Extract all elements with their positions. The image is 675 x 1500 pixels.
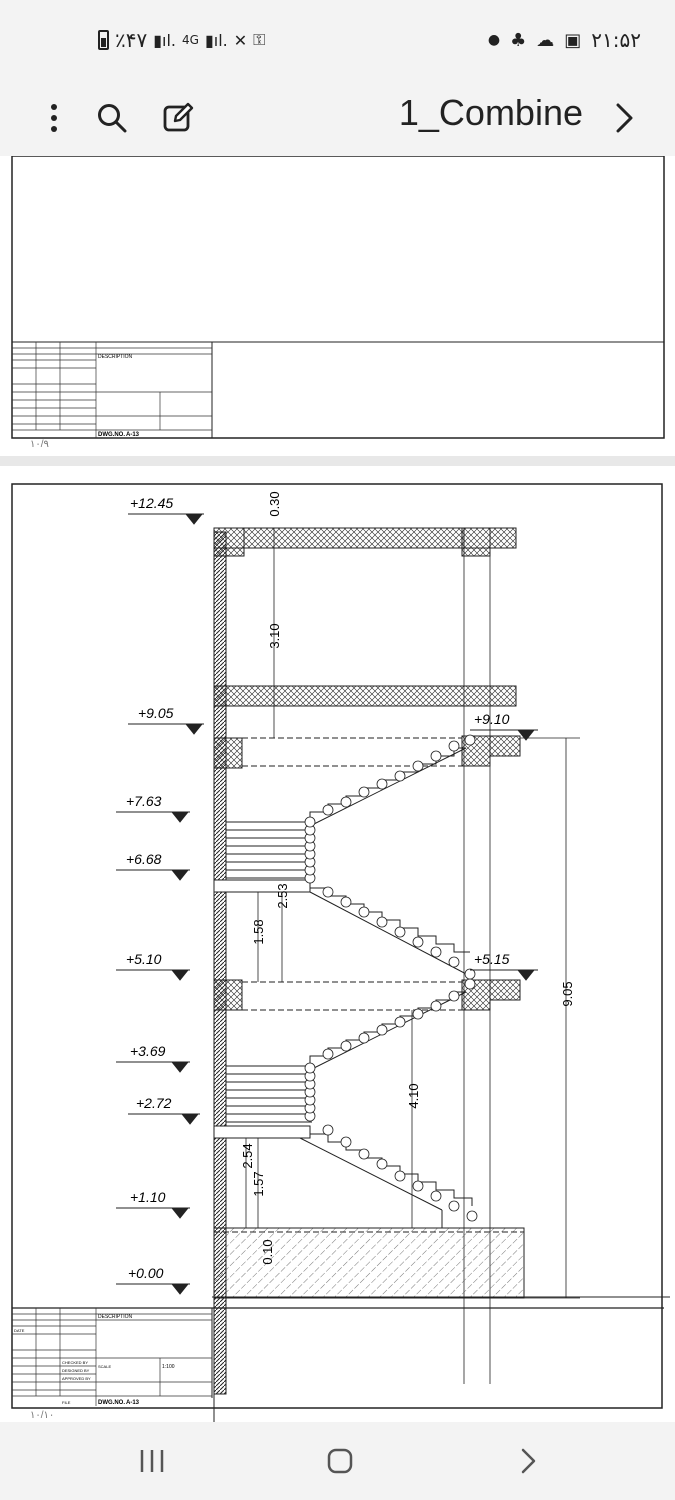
battery-icon [98, 30, 109, 50]
recent-apps-button[interactable] [112, 1422, 192, 1500]
dim-mid-2: 2.53 [275, 883, 290, 908]
dwg-no-label: DWG.NO. [98, 432, 125, 438]
title-row-label: SCALE [98, 1364, 111, 1369]
edit-icon[interactable] [158, 80, 198, 156]
signal-icon: ▮ıl. [153, 30, 177, 50]
title-row-label: FILE [62, 1400, 71, 1405]
dim-mid-1: 1.58 [251, 919, 266, 944]
chevron-right-icon [521, 1448, 536, 1474]
back-button[interactable] [488, 1422, 568, 1500]
home-icon [327, 1448, 353, 1474]
cloud-icon: ☁ [536, 29, 555, 51]
mute-icon: ✕ [233, 30, 248, 50]
pdf-viewer[interactable]: DESCRIPTION DWG.NO. A-13 ۱۰/۹ [0, 156, 675, 1422]
dim-run: 4.10 [406, 1083, 421, 1108]
description-label: DESCRIPTION [98, 354, 133, 360]
status-bar: ٪۴۷ ▮ıl. 4G ▮ıl. ✕ ⚿ ● ♣ ☁ ▣ ۲۱:۵۲ [0, 0, 675, 80]
chevron-right-icon[interactable] [606, 80, 642, 156]
title-row-label: APPROVED BY [62, 1376, 91, 1381]
dim-lower-1: 2.54 [240, 1143, 255, 1168]
level-label: +3.69 [130, 1043, 166, 1059]
snapchat-icon: ♣ [510, 29, 527, 51]
app-bar: 1_Combine [0, 80, 675, 157]
home-button[interactable] [300, 1422, 380, 1500]
level-label: +9.05 [138, 705, 174, 721]
more-vert-icon[interactable] [36, 80, 72, 156]
recent-apps-icon [140, 1450, 164, 1472]
title-row-label: DATE [14, 1328, 25, 1333]
title-row-label: DESIGNED BY [62, 1368, 90, 1373]
status-left: ٪۴۷ ▮ıl. 4G ▮ıl. ✕ ⚿ [98, 28, 265, 52]
page-number-1: ۱۰/۹ [30, 439, 49, 450]
title-row-label: CHECKED BY [62, 1360, 88, 1365]
status-right: ● ♣ ☁ ▣ ۲۱:۵۲ [488, 28, 641, 52]
dot-icon: ● [487, 32, 501, 48]
dim-top-slab: 0.30 [267, 491, 282, 516]
drawing-page-2: +12.45 +9.05 +7.63 +6.68 +5.10 +3.69 +2.… [0, 466, 675, 1422]
key-icon: ⚿ [253, 30, 266, 49]
dwg-no: A-13 [126, 1400, 140, 1406]
stair-section-drawing: +12.45 +9.05 +7.63 +6.68 +5.10 +3.69 +2.… [11, 483, 670, 1422]
level-label: +1.10 [130, 1189, 166, 1205]
level-label: +6.68 [126, 851, 162, 867]
dwg-no: A-13 [126, 432, 140, 438]
scale-value: 1:100 [162, 1364, 175, 1370]
level-label: +0.00 [128, 1265, 164, 1281]
level-label: +5.15 [474, 951, 510, 967]
dim-total: 9.05 [560, 981, 575, 1006]
dim-base: 0.10 [260, 1239, 275, 1264]
level-label: +7.63 [126, 793, 162, 809]
level-label: +12.45 [130, 495, 173, 511]
dwg-no-label: DWG.NO. [98, 1400, 125, 1406]
battery-percent: ٪۴۷ [115, 28, 148, 52]
level-label: +5.10 [126, 951, 162, 967]
drawing-page-1: DESCRIPTION DWG.NO. A-13 ۱۰/۹ [0, 156, 675, 456]
search-icon[interactable] [92, 80, 132, 156]
dim-lower-2: 1.57 [251, 1171, 266, 1196]
level-label: +9.10 [474, 711, 510, 727]
document-title: 1_Combine [398, 92, 583, 133]
network-type: 4G [182, 33, 199, 47]
navigation-bar [0, 1422, 675, 1500]
page-number-2: ۱۰/۱۰ [30, 1410, 54, 1421]
signal-icon-2: ▮ıl. [204, 30, 228, 50]
description-label: DESCRIPTION [98, 1314, 133, 1320]
dim-top-height: 3.10 [267, 623, 282, 648]
gallery-icon: ▣ [564, 29, 582, 51]
clock-time: ۲۱:۵۲ [591, 28, 641, 52]
level-label: +2.72 [136, 1095, 172, 1111]
page-1-drawing: DESCRIPTION DWG.NO. A-13 ۱۰/۹ [11, 156, 665, 450]
